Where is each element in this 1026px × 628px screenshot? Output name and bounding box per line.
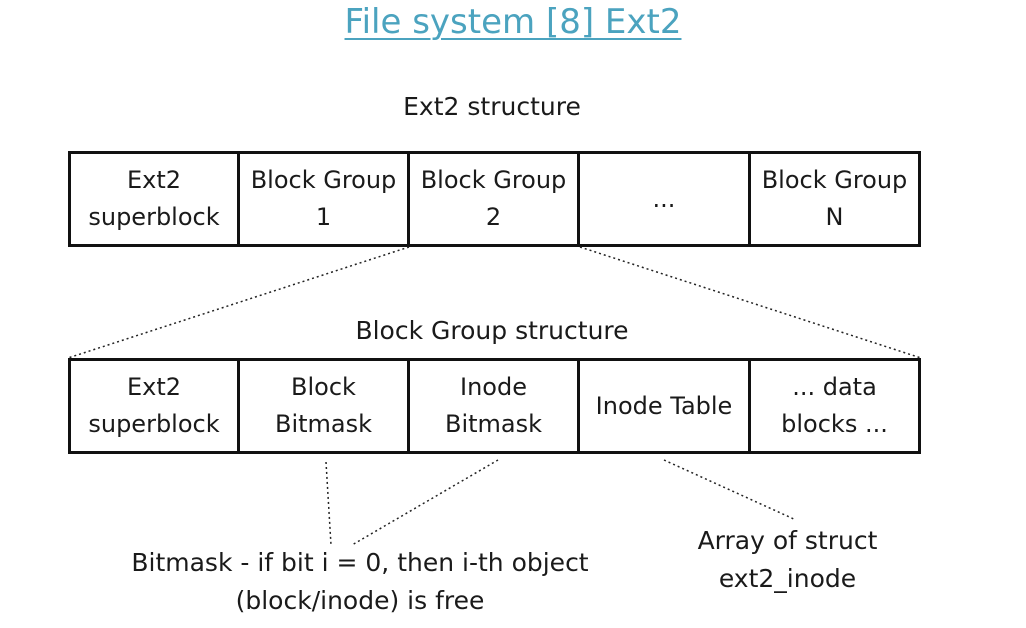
block-group-n-cell: Block Group N [751,151,921,247]
ext2-superblock-cell: Ext2 superblock [68,151,240,247]
bg-superblock-cell: Ext2 superblock [68,358,240,454]
zoom-line-right [579,246,922,359]
bitmask-note: Bitmask - if bit i = 0, then i-th object… [131,548,589,615]
inode-table-cell: Inode Table [580,358,751,454]
ellipsis-cell: ... [580,151,751,247]
block-group-1-cell: Block Group 1 [240,151,410,247]
block-bitmask-cell: Block Bitmask [240,358,410,454]
inode-table-pointer [663,459,797,521]
block-group-structure-label: Block Group structure [355,316,629,345]
data-blocks-cell: ... data blocks ... [751,358,921,454]
page-title[interactable]: File system [8] Ext2 [344,2,682,42]
block-group-structure-row: Ext2 superblock Block Bitmask Inode Bitm… [68,358,921,454]
inode-bitmask-pointer [351,459,499,546]
block-bitmask-pointer [325,461,332,546]
ext2-structure-row: Ext2 superblock Block Group 1 Block Grou… [68,151,921,247]
zoom-line-left [67,246,410,359]
block-group-2-cell: Block Group 2 [410,151,580,247]
inode-bitmask-cell: Inode Bitmask [410,358,580,454]
inode-table-note: Array of struct ext2_inode [697,526,878,593]
ext2-structure-label: Ext2 structure [403,92,581,121]
